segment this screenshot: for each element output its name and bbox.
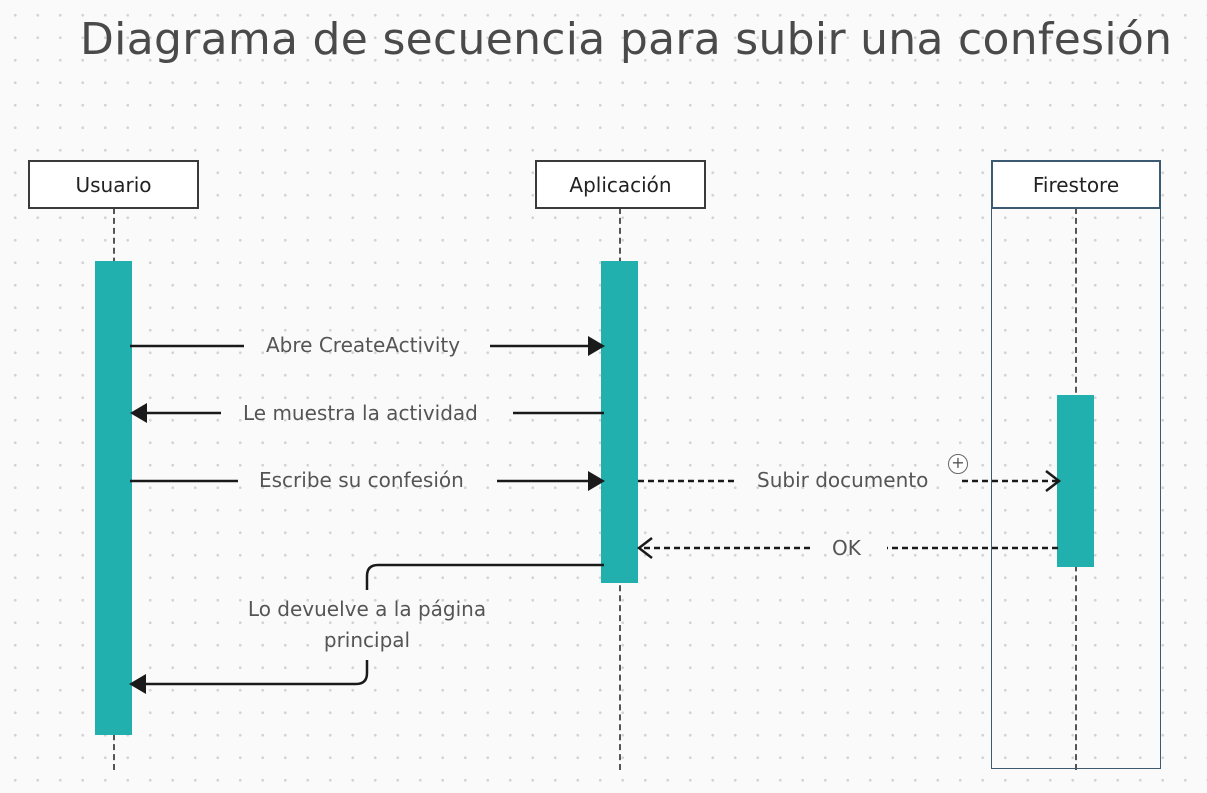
open-arrowhead-icon [1045, 470, 1062, 492]
firestore-label: Firestore [1032, 172, 1120, 197]
message-arrow-escribe-su-confesion[interactable] [130, 471, 605, 491]
message-label-lo-devuelve: Lo devuelve a la página principal [247, 597, 487, 652]
message-arrow-ok[interactable] [636, 537, 1058, 559]
message-arrow-subir-documento[interactable] [638, 470, 1062, 492]
aplicacion-label: Aplicación [569, 172, 672, 197]
message-arrow-le-muestra-la-actividad[interactable] [130, 403, 604, 423]
aplicacion-activation-bar[interactable] [601, 261, 638, 583]
message-arrow-abre-createactivity[interactable] [130, 336, 605, 356]
arrowhead-icon [588, 336, 605, 356]
firestore-lifeline-box[interactable]: Firestore [991, 160, 1161, 209]
arrowhead-icon [129, 674, 146, 694]
message-label-escribe-su-confesion: Escribe su confesión [259, 468, 464, 492]
message-label-subir-documento: Subir documento [757, 468, 929, 492]
message-label-le-muestra-la-actividad: Le muestra la actividad [243, 401, 478, 425]
usuario-lifeline-box[interactable]: Usuario [28, 160, 199, 209]
firestore-activation-bar[interactable] [1057, 395, 1094, 567]
add-message-icon[interactable]: + [948, 454, 968, 474]
diagram-title: Diagrama de secuencia para subir una con… [80, 14, 1173, 65]
message-label-ok: OK [832, 536, 861, 560]
message-arrow-lo-devuelve[interactable] [129, 563, 604, 694]
arrowhead-icon [130, 403, 147, 423]
aplicacion-lifeline-box[interactable]: Aplicación [535, 160, 706, 209]
usuario-label: Usuario [75, 172, 152, 197]
usuario-activation-bar[interactable] [95, 261, 132, 735]
message-label-abre-createactivity: Abre CreateActivity [266, 333, 461, 357]
arrowhead-icon [588, 471, 605, 491]
open-arrowhead-icon [636, 537, 653, 559]
